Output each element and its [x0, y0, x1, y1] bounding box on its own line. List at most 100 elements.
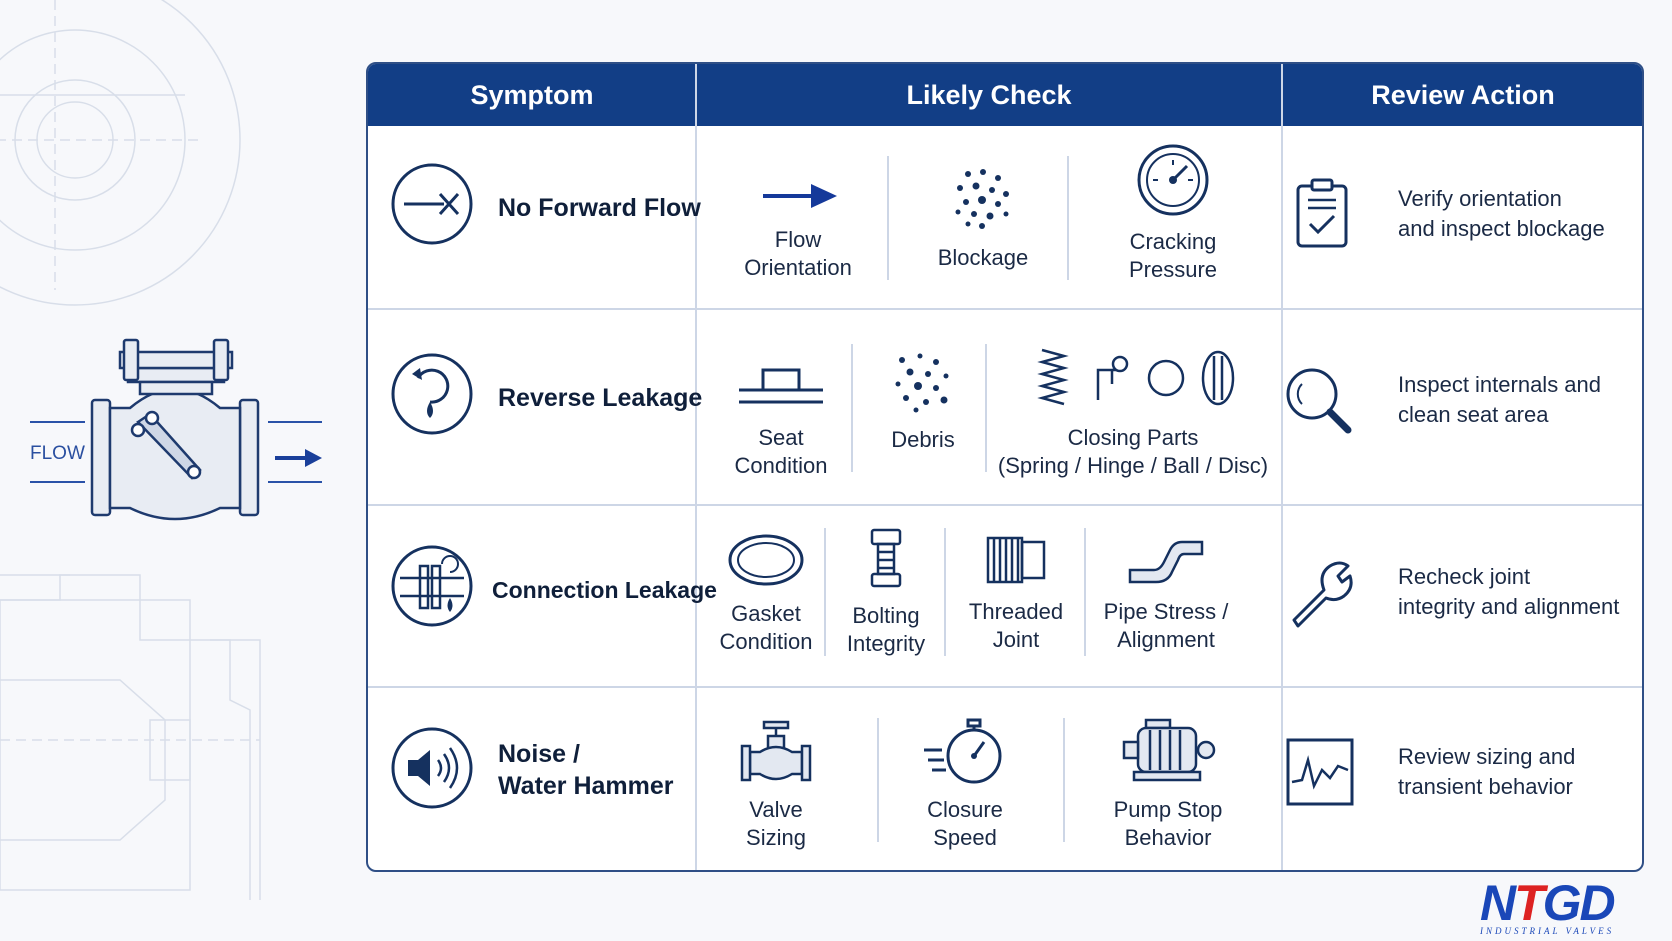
- check-label: Blockage: [937, 245, 1029, 270]
- symptom-line: Noise /: [498, 740, 580, 768]
- row-divider: [368, 686, 1642, 688]
- action-line: Recheck joint: [1398, 564, 1531, 589]
- stopwatch-icon: [924, 718, 1002, 784]
- check-flow-orientation: Flow Orientation: [718, 176, 878, 282]
- connection-leak-icon: [391, 545, 473, 627]
- check-label: Speed: [933, 825, 997, 850]
- check-pipe-stress: Pipe Stress / Alignment: [1086, 532, 1246, 654]
- check-label: Behavior: [1124, 825, 1212, 850]
- ntgd-logo: NTGD INDUSTRIAL VALVES: [1480, 875, 1650, 938]
- check-label: Pump Stop: [1113, 797, 1223, 822]
- separator: [887, 156, 889, 280]
- flow-label: FLOW: [30, 443, 85, 464]
- separator: [824, 528, 826, 656]
- check-valve-sizing: Valve Sizing: [706, 720, 846, 852]
- table-row: Connection Leakage Gasket Condition Bolt…: [368, 506, 1642, 686]
- check-label: Condition: [719, 629, 813, 654]
- check-label: Joint: [992, 627, 1040, 652]
- separator: [877, 718, 879, 842]
- check-closing-parts: Closing Parts (Spring / Hinge / Ball / D…: [988, 344, 1278, 480]
- check-label: Closure: [927, 797, 1003, 822]
- gasket-icon: [728, 534, 804, 586]
- check-label: Alignment: [1117, 627, 1215, 652]
- column-divider: [695, 64, 697, 870]
- action-text: Recheck joint integrity and alignment: [1398, 562, 1638, 622]
- swing-check-valve-illustration: [30, 338, 322, 521]
- table-row: Noise / Water Hammer Valve Sizing Closur…: [368, 688, 1642, 870]
- separator: [985, 344, 987, 472]
- check-gasket-condition: Gasket Condition: [706, 530, 826, 656]
- check-label: Pressure: [1128, 257, 1218, 282]
- valve-icon: [740, 720, 812, 782]
- wrench-icon: [1292, 561, 1353, 628]
- separator: [1067, 156, 1069, 280]
- action-text: Inspect internals and clean seat area: [1398, 370, 1628, 430]
- header-review-action: Review Action: [1371, 80, 1555, 110]
- action-line: and inspect blockage: [1398, 216, 1605, 241]
- debris-icon: [895, 353, 949, 413]
- check-label: Integrity: [846, 631, 926, 656]
- check-label: Condition: [734, 453, 828, 478]
- check-label: Bolting: [852, 603, 920, 628]
- check-label: Closing Parts: [1067, 425, 1199, 450]
- check-label: Flow: [774, 227, 822, 252]
- speaker-icon: [391, 727, 473, 809]
- row-divider: [368, 504, 1642, 506]
- magnifier-icon: [1286, 368, 1352, 434]
- check-blockage: Blockage: [898, 164, 1068, 272]
- symptom-connection-leakage: Connection Leakage: [492, 577, 717, 603]
- action-text: Verify orientation and inspect blockage: [1398, 184, 1628, 244]
- check-pump-stop: Pump Stop Behavior: [1068, 716, 1268, 852]
- separator: [1063, 718, 1065, 842]
- check-label: Pipe Stress /: [1103, 599, 1229, 624]
- no-flow-icon: [391, 163, 473, 245]
- check-closure-speed: Closure Speed: [880, 716, 1050, 852]
- table-header: Symptom Likely Check Review Action: [368, 64, 1642, 126]
- check-label: Sizing: [746, 825, 806, 850]
- symptom-noise-water-hammer: Noise / Water Hammer: [498, 738, 674, 802]
- separator: [851, 344, 853, 472]
- check-bolting-integrity: Bolting Integrity: [826, 526, 946, 658]
- waveform-chart-icon: [1286, 738, 1354, 806]
- closing-parts-icon: [1037, 348, 1235, 406]
- action-line: Inspect internals and: [1398, 372, 1602, 397]
- arrow-right-icon: [763, 184, 837, 208]
- column-divider: [1281, 64, 1283, 870]
- threaded-pipe-icon: [986, 536, 1046, 584]
- check-debris: Debris: [858, 350, 988, 454]
- action-text: Review sizing and transient behavior: [1398, 742, 1628, 802]
- check-label: Orientation: [744, 255, 852, 280]
- row-divider: [368, 308, 1642, 310]
- dots-icon: [955, 169, 1009, 229]
- symptom-line: Water Hammer: [498, 772, 674, 800]
- pipe-bend-icon: [1128, 540, 1204, 584]
- action-line: Review sizing and: [1398, 744, 1576, 769]
- logo-tagline: INDUSTRIAL VALVES: [1480, 926, 1615, 936]
- pump-motor-icon: [1122, 718, 1216, 782]
- table-row: No Forward Flow Flow Orientation Blockag…: [368, 126, 1642, 308]
- check-label: (Spring / Hinge / Ball / Disc): [997, 453, 1269, 478]
- bolt-icon: [870, 528, 902, 588]
- troubleshooting-table: Symptom Likely Check Review Action No Fo…: [366, 62, 1644, 872]
- reverse-leak-icon: [391, 353, 473, 435]
- separator: [944, 528, 946, 656]
- action-line: transient behavior: [1398, 774, 1573, 799]
- check-cracking-pressure: Cracking Pressure: [1073, 142, 1273, 284]
- check-seat-condition: Seat Condition: [706, 364, 856, 480]
- clipboard-check-icon: [1296, 178, 1348, 248]
- seat-icon: [739, 368, 823, 404]
- action-line: integrity and alignment: [1398, 594, 1620, 619]
- check-threaded-joint: Threaded Joint: [946, 532, 1086, 654]
- check-label: Cracking: [1129, 229, 1217, 254]
- symptom-reverse-leakage: Reverse Leakage: [498, 384, 703, 412]
- logo-wordmark: NTGD: [1480, 875, 1616, 931]
- header-likely-check: Likely Check: [906, 80, 1072, 110]
- gauge-icon: [1137, 144, 1209, 216]
- symptom-no-forward-flow: No Forward Flow: [498, 194, 701, 222]
- action-line: clean seat area: [1398, 402, 1549, 427]
- separator: [1084, 528, 1086, 656]
- action-line: Verify orientation: [1398, 186, 1562, 211]
- table-row: Reverse Leakage Seat Condition Debris: [368, 310, 1642, 504]
- check-label: Seat: [758, 425, 804, 450]
